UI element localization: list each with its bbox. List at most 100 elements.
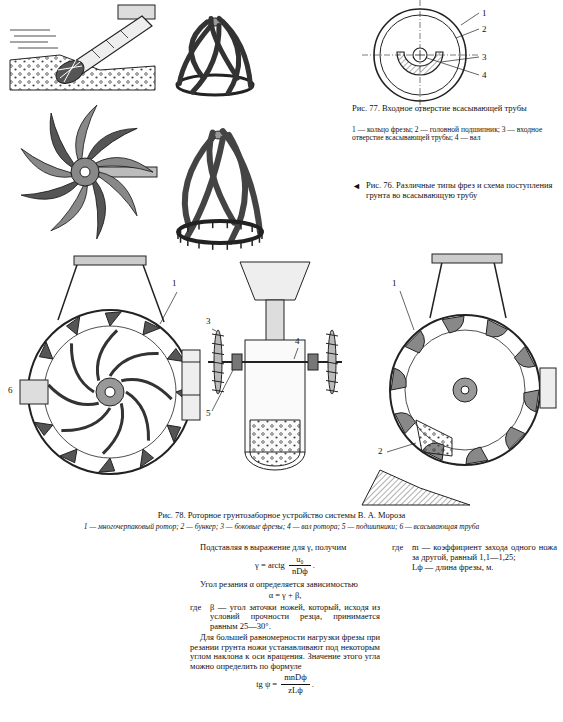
dredge-scene (10, 5, 155, 90)
suction-inlet-view (413, 48, 427, 62)
rotor-side-view (391, 368, 406, 390)
dredge-scene (92, 30, 128, 58)
crown-cutter (191, 22, 207, 77)
callout-number: 4 (482, 70, 487, 80)
rotor-side-view (390, 315, 540, 465)
callout-number: 1 (172, 278, 177, 288)
body-text: β — угол заточки ножей, который, исходя … (210, 603, 380, 632)
rotor-front-view (143, 321, 160, 335)
radial-cutter (80, 167, 90, 177)
callout-number: 1 (392, 278, 397, 288)
suction-inlet-view (427, 13, 479, 75)
rotor-section-view (308, 354, 318, 370)
radial-cutter (50, 113, 74, 167)
callout-number: 6 (8, 385, 13, 395)
dredge-scene (72, 16, 152, 74)
rotor-section-view (326, 381, 338, 383)
dredge-scene (10, 30, 58, 48)
body-text: Для большей равномерности нагрузки фрезы… (190, 633, 380, 671)
rotor-side-view (432, 254, 502, 263)
rotor-front-view (48, 385, 98, 405)
rotor-side-view (453, 378, 477, 402)
rotor-side-view (405, 331, 424, 353)
rotor-side-view (387, 291, 416, 452)
callout-number: 2 (378, 446, 383, 456)
rotor-front-view (182, 350, 200, 420)
rotor-section-view (232, 354, 242, 370)
rotor-side-view (442, 316, 464, 333)
rotor-section-view (212, 353, 224, 355)
rotor-front-view (60, 449, 77, 463)
radial-cutter (21, 105, 153, 239)
rotor-front-view (74, 256, 146, 265)
rotor-section-view (212, 329, 298, 411)
dredge-scene (52, 56, 88, 88)
rotor-side-view (362, 470, 470, 505)
rotor-front-view (167, 425, 181, 442)
rotor-front-view (71, 343, 94, 392)
suction-inlet-view (362, 0, 478, 112)
rotor-section-view (212, 381, 224, 383)
body-text: где (392, 543, 403, 553)
radial-cutter (87, 128, 137, 159)
formula: . (313, 561, 315, 571)
suction-inlet-view (374, 9, 466, 101)
dredge-scene (58, 60, 82, 82)
rotor-side-view (461, 386, 469, 394)
crown-cutter (177, 18, 253, 95)
rotor-side-view (486, 320, 508, 337)
rotor-front-view (67, 317, 80, 335)
formula: u₀ (289, 555, 311, 567)
rotor-front-view (126, 392, 149, 441)
rotor-front-view (121, 379, 171, 399)
callout-number: 5 (206, 408, 211, 418)
callout-number: 1 (482, 8, 487, 18)
rotor-front-view (110, 353, 159, 376)
rotor-front-view (182, 362, 200, 395)
rotor-front-view (99, 458, 115, 472)
body-text: Подставляя в выражение для γ, получим (190, 543, 380, 553)
figure-key: 1 — кольцо фрезы; 2 — головной подшипник… (352, 126, 557, 143)
formula: mnDф (281, 673, 310, 685)
rotor-front-view (160, 292, 177, 324)
ring-cutter (178, 131, 262, 250)
rotor-front-view (20, 256, 200, 474)
rotor-front-view (20, 380, 48, 404)
rotor-section-view (266, 300, 284, 342)
rotor-side-view (362, 254, 556, 505)
rotor-front-view (105, 387, 115, 397)
rotor-side-view (466, 447, 488, 464)
rotor-section-view (212, 334, 338, 392)
callout-number: 3 (482, 52, 487, 62)
formula: . (312, 680, 314, 690)
rotor-section-view (212, 362, 224, 364)
rotor-side-view (514, 347, 535, 368)
rotor-front-view (96, 378, 124, 406)
body-text: m — коэффициент захода одного ножа за др… (412, 543, 557, 562)
radial-cutter (21, 182, 78, 200)
rotor-side-view (395, 413, 416, 434)
rotor-side-view (416, 420, 452, 456)
rotor-section-view (326, 353, 338, 355)
rotor-section-view (240, 262, 310, 300)
body-text: где (190, 603, 201, 613)
ring-cutter (223, 131, 260, 232)
rotor-front-view (28, 310, 192, 474)
formula: tg ψ = (256, 680, 277, 690)
rotor-front-view (44, 326, 176, 458)
rotor-front-view (61, 408, 110, 431)
rotor-side-view (391, 316, 539, 464)
formula: nDф (289, 567, 311, 577)
pointer-mark: ◄ (352, 181, 361, 191)
radial-cutter (71, 158, 99, 186)
rotor-front-view (105, 312, 121, 326)
callout-number: 3 (206, 316, 211, 326)
formula: γ = arctg (255, 561, 285, 571)
rotor-front-view (35, 422, 53, 435)
rotor-front-view (39, 342, 53, 359)
ring-cutter (178, 221, 262, 243)
rotor-section-view (212, 334, 224, 336)
rotor-section-view (212, 371, 224, 373)
figure-caption: Рис. 77. Входное отверстие всасывающей т… (352, 104, 557, 114)
callout-number: 4 (295, 336, 300, 346)
